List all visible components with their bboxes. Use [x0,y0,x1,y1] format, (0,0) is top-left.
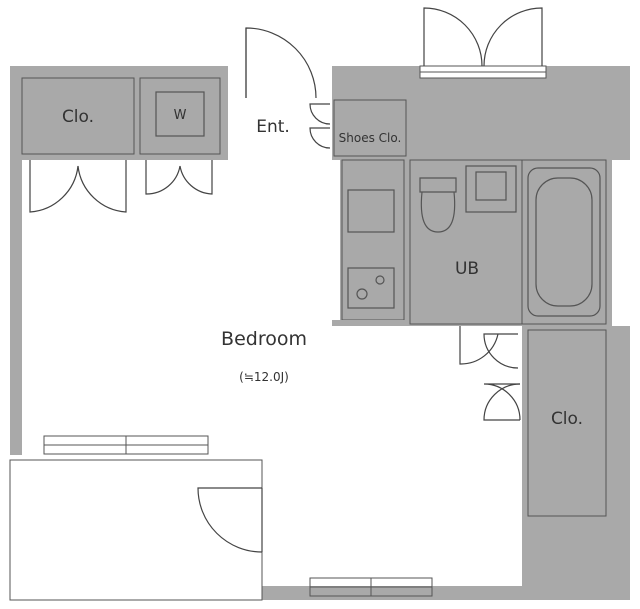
bathtub [527,167,601,317]
closet-top-label: Clo. [62,107,94,127]
kitchen-stove [347,267,395,309]
unit-bath-label: UB [455,259,479,279]
kitchen-counter-edge [332,320,406,326]
closet-right-door-icon [483,383,521,421]
bedroom-area-label: (≒12.0J) [239,370,289,384]
washer-door-right-icon [179,160,213,195]
front-door-icon [245,27,317,99]
entrance-floor [228,98,332,160]
washer-box [155,91,205,137]
vanity-basin [475,171,507,201]
window-swing-left-icon [423,7,483,67]
shoes-closet-label: Shoes Clo. [339,131,402,145]
closet-door-right-icon [77,160,127,213]
closet-right [527,329,607,517]
shoes-door-icon-2 [309,127,331,149]
bedroom-floor [22,160,522,586]
kitchen-sink [347,189,395,233]
bathtub-inner [535,177,593,307]
bath-door-icon [459,326,499,365]
entrance-label: Ent. [256,117,290,137]
outer-wall-bottom [262,586,528,600]
closet-right-door-icon-2 [483,383,521,421]
closet-door-left-icon [29,160,79,213]
washer-space [139,77,221,155]
balcony-floor [10,460,262,600]
washer-door-left-icon [145,160,181,195]
outer-wall-right [522,326,630,600]
window-swing-right-icon [483,7,543,67]
unit-bath [409,159,607,325]
closet-right-label: Clo. [551,409,583,429]
bath-door-icon-2 [483,333,519,369]
stove-burner [356,288,368,300]
balcony-door-icon [197,487,263,553]
vanity-sink [465,165,517,213]
washer-label: W [174,108,187,123]
toilet-icon [419,177,457,233]
bedroom-label: Bedroom [221,328,307,350]
shoes-door-icon [309,103,331,125]
shoes-closet [333,99,407,157]
stove-burner-small [375,275,385,285]
closet-top [21,77,135,155]
